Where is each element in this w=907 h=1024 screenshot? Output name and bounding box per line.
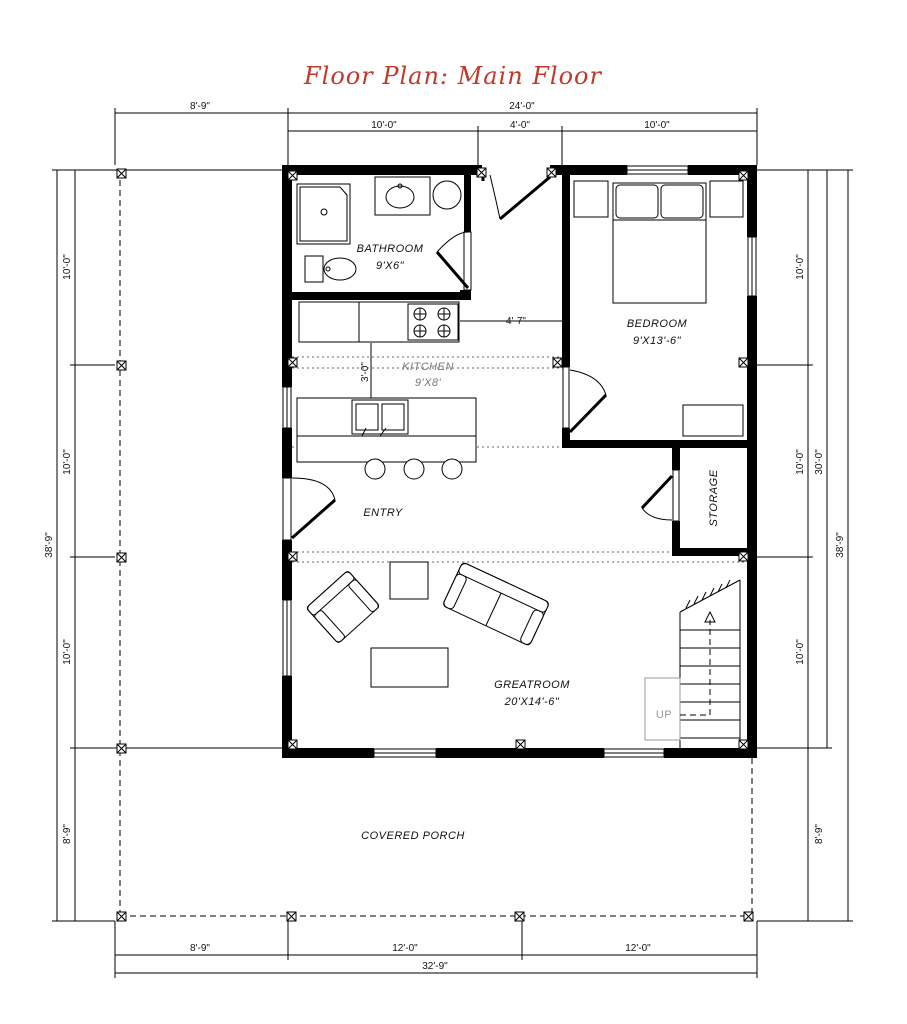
rear-door [481, 174, 551, 221]
dim-right-mid: 30'-0" [814, 449, 825, 475]
storage-label: STORAGE [708, 469, 720, 526]
post [116, 360, 127, 371]
kitchen: 4'-7" 3'-0" KITCHEN 9'X8' [292, 301, 747, 563]
bottom-dimensions: 8'-9" 12'-0" 12'-0" 32'-9" [114, 921, 758, 978]
windows [282, 165, 757, 758]
porch-outline [119, 169, 753, 917]
left-dimensions: 10'-0" 10'-0" 10'-0" 8'-9" 38'-9" [44, 169, 282, 922]
window [282, 599, 292, 677]
post [116, 743, 127, 754]
plan-title: Floor Plan: Main Floor [303, 62, 603, 90]
dim-bottom-b: 12'-0" [392, 943, 418, 954]
greatroom: GREATROOM 20'X14'-6" [306, 561, 570, 708]
post [116, 552, 127, 563]
window [282, 386, 292, 429]
kitchen-label: KITCHEN [402, 361, 454, 373]
dim-right-c: 10'-0" [795, 639, 806, 665]
top-dimensions: 8'-9" 24'-0" 10'-0" 4'-0" 10'-0" [114, 101, 758, 165]
post [286, 911, 297, 922]
window [626, 165, 689, 175]
dim-top-a: 10'-0" [371, 120, 397, 131]
post [116, 168, 127, 179]
dim-right-a: 10'-0" [795, 254, 806, 280]
post [743, 911, 754, 922]
wall-posts [287, 167, 749, 750]
dim-kitchen-clear: 3'-0" [360, 362, 371, 382]
dim-hall: 4'-7" [506, 316, 526, 327]
bedroom-label: BEDROOM [627, 318, 688, 330]
dim-bottom-c: 12'-0" [625, 943, 651, 954]
bathroom-label: BATHROOM [357, 243, 424, 255]
dim-top-overall: 24'-0" [509, 101, 535, 112]
dim-bottom-a: 8'-9" [190, 943, 210, 954]
window [747, 236, 757, 297]
dim-bottom-overall: 32'-9" [422, 961, 448, 972]
bathroom-size: 9'X6" [376, 260, 405, 272]
exterior-walls [282, 165, 757, 758]
dim-left-c: 10'-0" [62, 639, 73, 665]
sofa [443, 562, 549, 646]
dim-left-overall: 38'-9" [44, 532, 55, 558]
dim-left-d: 8'-9" [62, 824, 73, 844]
dim-left-a: 10'-0" [62, 254, 73, 280]
right-dimensions: 10'-0" 10'-0" 10'-0" 30'-0" 38'-9" 8'-9" [757, 169, 853, 922]
dim-left-b: 10'-0" [62, 449, 73, 475]
bathroom: BATHROOM 9'X6" [292, 175, 472, 300]
post [514, 911, 525, 922]
window [603, 748, 665, 758]
greatroom-label: GREATROOM [494, 679, 570, 691]
side-table [389, 561, 429, 600]
dim-right-b: 10'-0" [795, 449, 806, 475]
stairs: UP [644, 579, 741, 748]
kitchen-size: 9'X8' [415, 377, 442, 389]
entry-door [282, 477, 336, 541]
storage: STORAGE [640, 448, 747, 556]
coffee-table [370, 647, 449, 688]
dim-right-overall: 38'-9" [835, 532, 846, 558]
entry-label: ENTRY [363, 507, 403, 519]
porch-posts [116, 168, 754, 922]
porch-label: COVERED PORCH [361, 830, 465, 842]
dim-right-d: 8'-9" [814, 824, 825, 844]
bedroom-size: 9'X13'-6" [633, 335, 682, 347]
dim-top-left: 8'-9" [190, 101, 210, 112]
window [373, 748, 437, 758]
post [116, 911, 127, 922]
stair-up-label: UP [656, 709, 672, 721]
armchair [306, 571, 380, 643]
dim-top-c: 10'-0" [644, 120, 670, 131]
dim-top-b: 4'-0" [510, 120, 530, 131]
greatroom-size: 20'X14'-6" [504, 696, 560, 708]
bedroom: BEDROOM 9'X13'-6" [562, 175, 747, 448]
